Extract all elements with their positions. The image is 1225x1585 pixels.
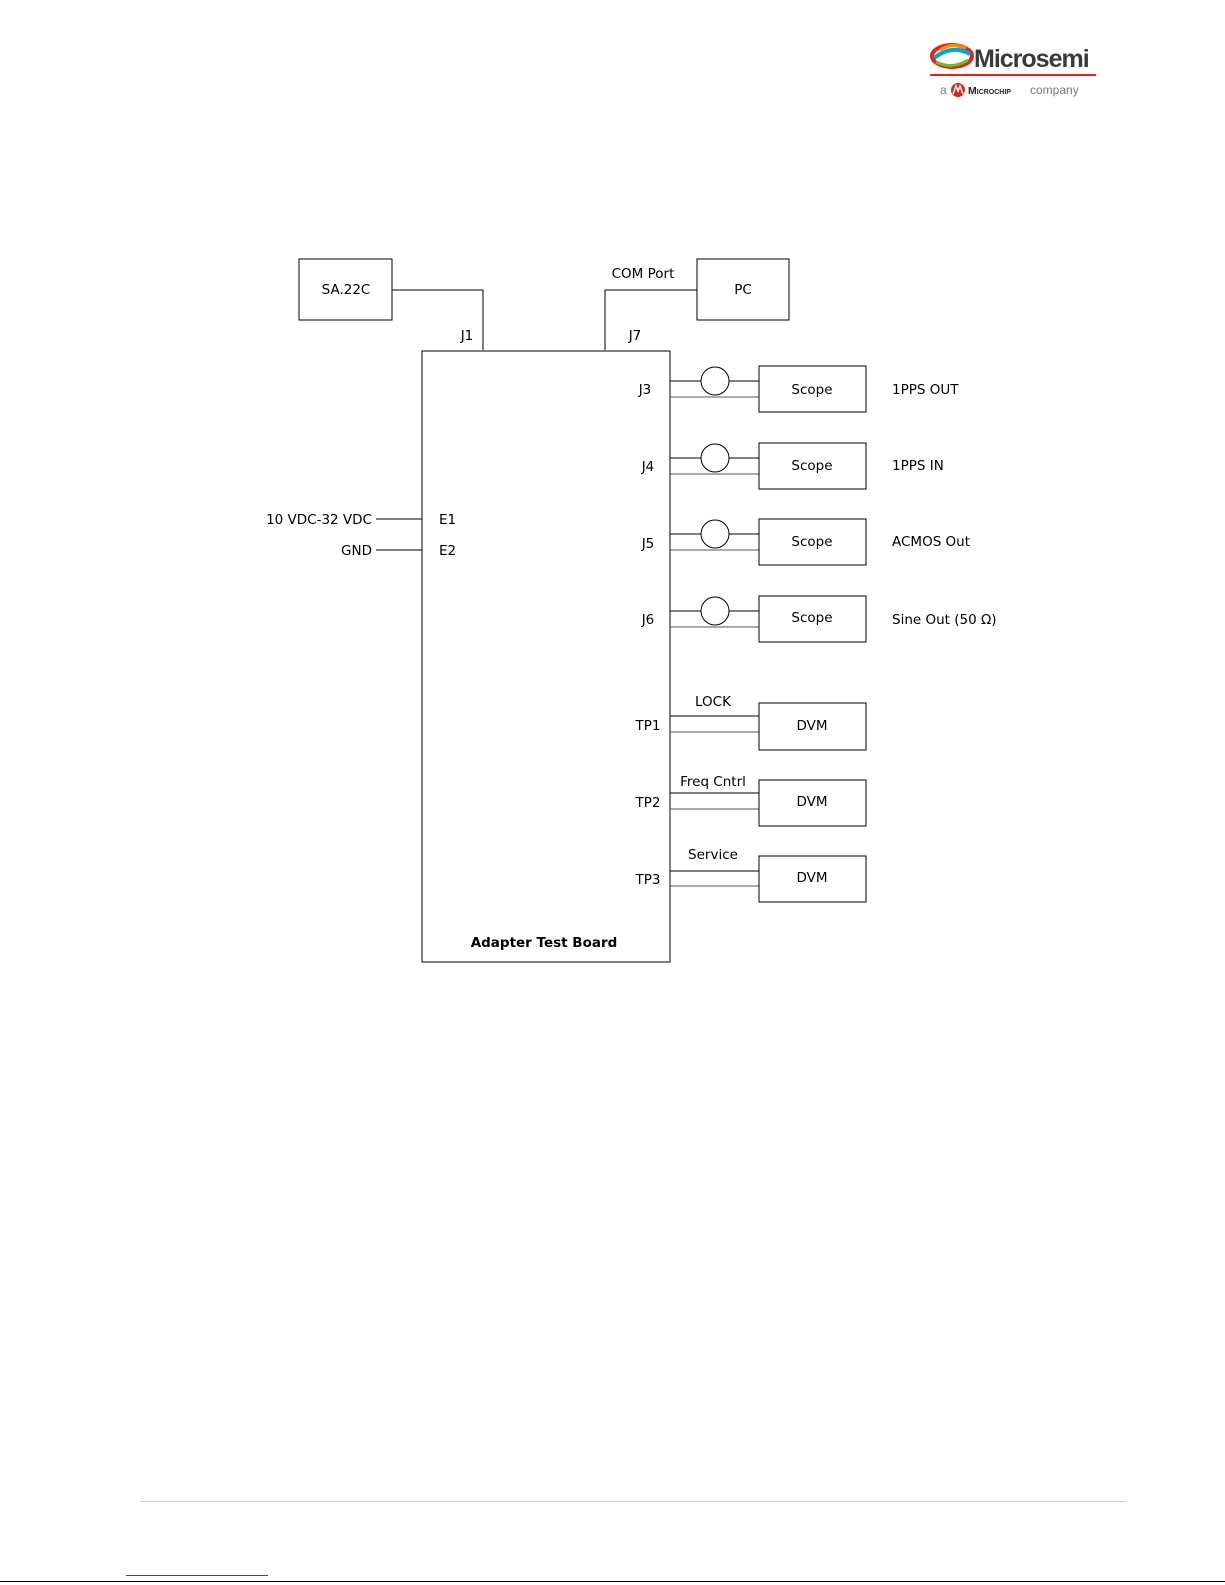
page-bottom-rule (0, 1581, 1225, 1582)
instrument-label: Scope (791, 382, 832, 398)
instrument-label: Scope (791, 534, 832, 550)
scope-row-j4: J4 Scope 1PPS IN (641, 443, 944, 489)
connector-label: J3 (638, 382, 652, 398)
e1-label: E1 (439, 512, 456, 528)
footer-link-underline (126, 1575, 268, 1576)
j7-wire (605, 290, 697, 350)
adapter-test-board (422, 351, 670, 962)
instrument-label: DVM (796, 794, 827, 810)
signal-label: Freq Cntrl (680, 774, 746, 790)
scope-row-j3: J3 Scope 1PPS OUT (638, 366, 960, 412)
signal-label: ACMOS Out (892, 534, 970, 550)
connector-label: J5 (641, 536, 655, 552)
footer-rule (140, 1501, 1125, 1502)
coax-connector-icon (701, 367, 729, 395)
connector-label: TP1 (635, 718, 661, 734)
signal-label: LOCK (695, 694, 732, 710)
e2-label: E2 (439, 543, 456, 559)
connector-label: J6 (641, 612, 655, 628)
connector-label: TP3 (635, 872, 661, 888)
sa22c-label: SA.22C (322, 282, 371, 298)
coax-connector-icon (701, 597, 729, 625)
signal-label: Sine Out (50 Ω) (892, 612, 997, 628)
connector-label: J4 (641, 459, 655, 475)
pc-label: PC (734, 282, 752, 298)
scope-row-j6: J6 Scope Sine Out (50 Ω) (641, 596, 997, 642)
instrument-label: Scope (791, 458, 832, 474)
instrument-label: DVM (796, 870, 827, 886)
instrument-label: Scope (791, 610, 832, 626)
scope-row-j5: J5 Scope ACMOS Out (641, 519, 970, 565)
signal-label: 1PPS IN (892, 458, 944, 474)
signal-label: 1PPS OUT (892, 382, 959, 398)
signal-label: Service (688, 847, 738, 863)
com-port-label: COM Port (612, 266, 675, 282)
j1-label: J1 (460, 328, 474, 344)
coax-connector-icon (701, 444, 729, 472)
board-label: Adapter Test Board (471, 935, 618, 951)
gnd-label: GND (341, 543, 372, 559)
connector-label: TP2 (635, 795, 661, 811)
power-label: 10 VDC-32 VDC (266, 512, 372, 528)
instrument-label: DVM (796, 718, 827, 734)
j7-label: J7 (628, 328, 642, 344)
coax-connector-icon (701, 520, 729, 548)
